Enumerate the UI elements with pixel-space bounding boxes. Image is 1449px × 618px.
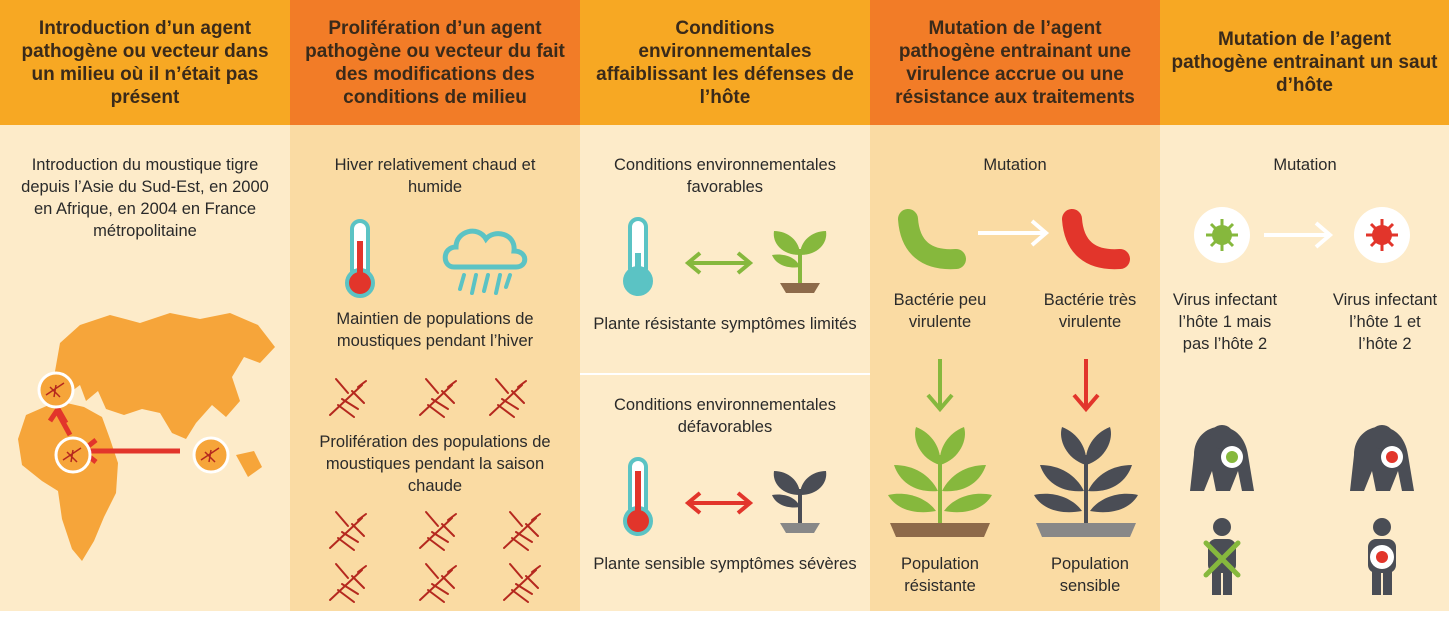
climate-text: Hiver relativement chaud et humide bbox=[334, 156, 536, 196]
plant-populations bbox=[888, 427, 1138, 537]
thermometer-icon bbox=[623, 457, 653, 536]
thermometer-icon bbox=[623, 217, 653, 296]
virus-host1-label: Virus infectant l’hôte 1 mais pas l’hôte… bbox=[1172, 291, 1278, 353]
sensitive-plant-label: Plante sensible symptômes sévères bbox=[593, 555, 857, 573]
arrow-icon bbox=[1264, 221, 1334, 249]
bacteria-mutation bbox=[898, 209, 1130, 270]
column-header: Conditions environnementales affaiblissa… bbox=[580, 0, 870, 125]
low-virulence-label: Bactérie peu virulente bbox=[893, 291, 987, 331]
map-icon bbox=[18, 313, 275, 561]
summer-proliferation-text: Prolifération des populations de moustiq… bbox=[319, 433, 551, 495]
column-introduction: Introduction d’un agent pathogène ou vec… bbox=[0, 0, 290, 611]
human-hosts bbox=[1203, 518, 1396, 595]
plant-icon bbox=[772, 471, 827, 533]
bacterium-icon bbox=[1062, 209, 1130, 270]
arrow-icon bbox=[978, 219, 1050, 247]
arrow-icon bbox=[926, 359, 954, 413]
column-proliferation: Prolifération d’un agent pathogène ou ve… bbox=[290, 0, 580, 611]
divider bbox=[580, 373, 870, 375]
thermometer-icon bbox=[345, 219, 375, 298]
column-header: Prolifération d’un agent pathogène ou ve… bbox=[290, 0, 580, 125]
virus-icon bbox=[1194, 207, 1250, 263]
column-body: Introduction du moustique tigre depuis l… bbox=[0, 125, 290, 611]
virus-both-hosts-label: Virus infectant l’hôte 1 et l’hôte 2 bbox=[1332, 291, 1438, 353]
resistant-plant-label: Plante résistante symptômes limités bbox=[593, 315, 857, 333]
column-body: Mutation Virus infectant l’hôte 1 mais p… bbox=[1160, 125, 1449, 611]
rain-cloud-icon bbox=[442, 228, 528, 295]
winter-survival-text: Maintien de populations de moustiques pe… bbox=[336, 310, 534, 350]
gorilla-icon bbox=[1190, 425, 1254, 491]
virus-mutation bbox=[1194, 207, 1410, 263]
mosquito-row-icon bbox=[329, 378, 527, 418]
introduction-text: Introduction du moustique tigre depuis l… bbox=[21, 156, 269, 240]
column-host-defenses: Conditions environnementales affaiblissa… bbox=[580, 0, 870, 611]
arrow-icon bbox=[1072, 359, 1100, 413]
virus-icon bbox=[1354, 207, 1410, 263]
mosquito-swarm-icon bbox=[329, 511, 541, 603]
column-virulence: Mutation de l’agent pathogène entrainant… bbox=[870, 0, 1160, 611]
column-host-jump: Mutation de l’agent pathogène entrainant… bbox=[1160, 0, 1449, 611]
human-icon bbox=[1203, 518, 1241, 595]
mutation-label: Mutation bbox=[983, 156, 1047, 174]
high-virulence-label: Bactérie très virulente bbox=[1043, 291, 1137, 331]
double-arrow-icon bbox=[684, 491, 754, 515]
column-body: Mutation Bactérie peu virulente Bactérie… bbox=[870, 125, 1160, 611]
plant-icon bbox=[888, 427, 992, 537]
plant-icon bbox=[1034, 427, 1138, 537]
column-header: Mutation de l’agent pathogène entrainant… bbox=[870, 0, 1160, 125]
double-arrow-icon bbox=[684, 251, 754, 275]
column-body: Hiver relativement chaud et humide Maint… bbox=[290, 125, 580, 611]
column-header: Mutation de l’agent pathogène entrainant… bbox=[1160, 0, 1449, 125]
gorilla-hosts bbox=[1190, 425, 1414, 491]
unfavorable-label: Conditions environnementales défavorable… bbox=[614, 396, 836, 436]
unfavorable-scene bbox=[623, 457, 827, 536]
gorilla-icon bbox=[1350, 425, 1414, 491]
resistant-population-label: Population résistante bbox=[901, 555, 979, 595]
mutation-label: Mutation bbox=[1273, 156, 1337, 174]
human-icon bbox=[1368, 518, 1396, 595]
column-header: Introduction d’un agent pathogène ou vec… bbox=[0, 0, 290, 125]
favorable-label: Conditions environnementales favorables bbox=[614, 156, 836, 196]
plant-icon bbox=[772, 231, 827, 293]
downward-arrows bbox=[926, 359, 1100, 413]
column-body: Conditions environnementales favorables bbox=[580, 125, 870, 611]
sensitive-population-label: Population sensible bbox=[1051, 555, 1129, 595]
cross-icon bbox=[1203, 540, 1241, 578]
favorable-scene bbox=[623, 217, 827, 296]
bacterium-icon bbox=[898, 209, 966, 270]
